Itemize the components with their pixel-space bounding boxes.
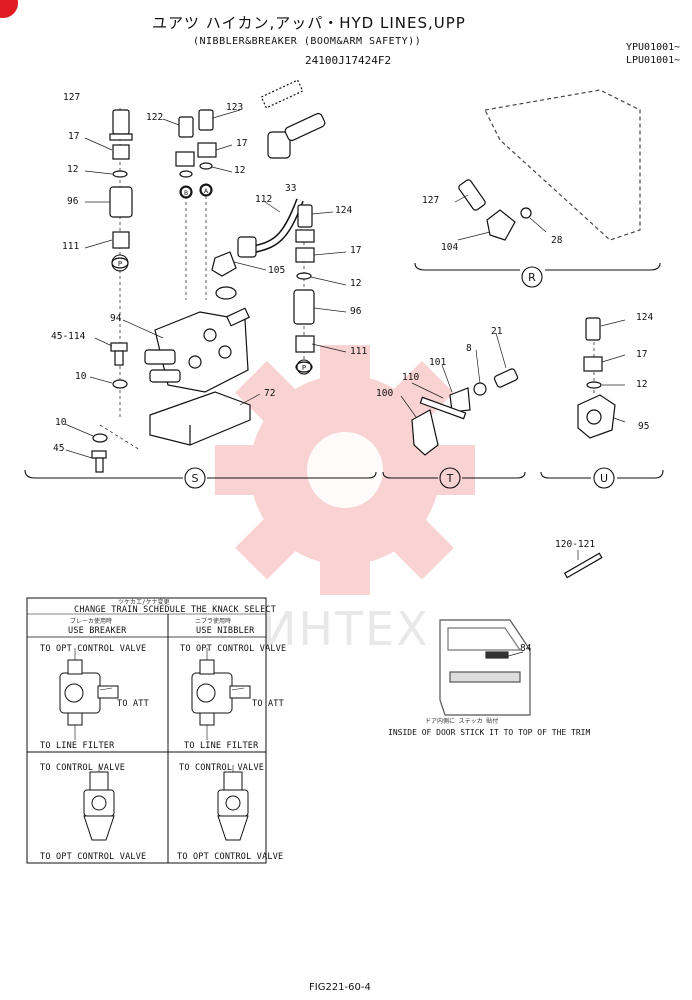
table-right-to-att: TO ATT [252, 699, 284, 709]
callout-17: 17 [350, 245, 362, 256]
marker-p: P [118, 260, 122, 268]
callout-33: 33 [285, 183, 297, 194]
callout-8: 8 [466, 343, 472, 354]
callout-10: 10 [55, 417, 67, 428]
callout-122: 122 [146, 112, 164, 123]
callout-123: 123 [226, 102, 244, 113]
callout-104: 104 [441, 242, 459, 253]
callout-17: 17 [636, 349, 648, 360]
callout-28: 28 [551, 235, 563, 246]
marker-p2: P [302, 364, 306, 372]
callout-120-121: 120-121 [555, 539, 596, 550]
callout-112: 112 [255, 194, 273, 205]
table-right-to-opt-control-valve: TO OPT CONTROL VALVE [180, 644, 287, 654]
view-label-u: U [600, 472, 608, 485]
watermark-gear-hole [307, 432, 383, 508]
callout-84: 84 [520, 643, 532, 654]
table-right-to-opt-control-valve-bottom: TO OPT CONTROL VALVE [177, 852, 284, 862]
door-note: INSIDE OF DOOR STICK IT TO TOP OF THE TR… [388, 728, 591, 737]
table-right-to-control-valve: TO CONTROL VALVE [179, 763, 265, 773]
table-left-to-opt-control-valve: TO OPT CONTROL VALVE [40, 644, 147, 654]
table-header-jp: ツケカエ/ケナ変更 [118, 599, 170, 606]
view-label-t: T [446, 472, 454, 485]
marker-b: B [184, 190, 188, 197]
callout-127: 127 [63, 92, 81, 103]
callout-72: 72 [264, 388, 276, 399]
callout-96: 96 [67, 196, 79, 207]
callout-105: 105 [268, 265, 286, 276]
watermark-text: ИНТЕХ [262, 602, 430, 656]
watermark-gear [215, 345, 475, 595]
table-left-to-line-filter: TO LINE FILTER [40, 741, 115, 751]
table-col-left-jp: ブレーカ使用時 [70, 618, 113, 625]
table-right-to-line-filter: TO LINE FILTER [184, 741, 259, 751]
callout-111: 111 [350, 346, 368, 357]
view-label-r: R [528, 271, 536, 284]
callout-111: 111 [62, 241, 80, 252]
callout-45-114: 45-114 [51, 331, 86, 342]
page-subtitle: (NIBBLER&BREAKER (BOOM&ARM SAFETY)) [193, 36, 422, 47]
table-header: CHANGE TRAIN SCHEDULE THE KNACK SELECT [74, 605, 277, 615]
corner-badge [0, 0, 18, 18]
callout-12: 12 [234, 165, 246, 176]
serial-ypu: YPU01001~ [626, 42, 681, 53]
callout-110: 110 [402, 372, 420, 383]
callout-124: 124 [335, 205, 353, 216]
callout-12: 12 [636, 379, 648, 390]
table-col-use-nibbler: USE NIBBLER [196, 626, 255, 636]
callout-45: 45 [53, 443, 65, 454]
callout-94: 94 [110, 313, 122, 324]
callout-12: 12 [350, 278, 362, 289]
callout-95: 95 [638, 421, 650, 432]
table-left-to-opt-control-valve-bottom: TO OPT CONTROL VALVE [40, 852, 147, 862]
callout-10: 10 [75, 371, 87, 382]
page-title: ユアツ ハイカン,アッパ・HYD LINES,UPP [152, 14, 466, 32]
callout-101: 101 [429, 357, 447, 368]
schedule-table-grid [26, 597, 267, 864]
callout-17: 17 [236, 138, 248, 149]
callout-96: 96 [350, 306, 362, 317]
marker-a: A [204, 188, 209, 195]
part-number: 24100J17424F2 [305, 54, 392, 67]
callout-124: 124 [636, 312, 654, 323]
figure-number: FIG221-60-4 [309, 982, 371, 993]
door-note-jp: ドア内側に ステッカ 貼付 [425, 718, 499, 725]
callout-21: 21 [491, 326, 503, 337]
callout-100: 100 [376, 388, 394, 399]
table-left-to-control-valve: TO CONTROL VALVE [40, 763, 126, 773]
serial-lpu: LPU01001~ [626, 55, 681, 66]
table-col-right-jp: ニブラ使用時 [195, 618, 232, 625]
callout-12: 12 [67, 164, 79, 175]
view-label-s: S [192, 472, 199, 485]
callout-127: 127 [422, 195, 440, 206]
table-left-to-att: TO ATT [117, 699, 149, 709]
callout-17: 17 [68, 131, 80, 142]
table-col-use-breaker: USE BREAKER [68, 626, 127, 636]
